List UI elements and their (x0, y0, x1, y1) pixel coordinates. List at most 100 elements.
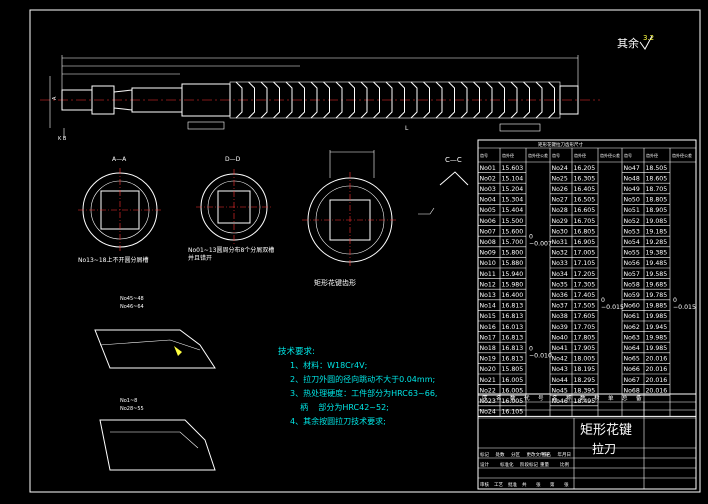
table-cell-no: No01 (480, 165, 496, 172)
table-cell-no: No17 (480, 334, 496, 341)
table-header-cell: 齿外径 (574, 152, 586, 158)
table-cell-diameter: 20.016 (646, 356, 668, 363)
table-header-cell: 齿外径 (646, 152, 658, 158)
table-cell-diameter: 16.205 (574, 165, 596, 172)
drawing-title-2: 拉刀 (592, 441, 616, 456)
table-cell-diameter: 16.400 (502, 292, 524, 299)
table-cell-diameter: 15.700 (502, 239, 524, 246)
table-cell-no: No43 (552, 366, 568, 373)
table-cell-no: No18 (480, 345, 496, 352)
table-cell-no: No67 (624, 377, 640, 384)
table-cell-no: No49 (624, 186, 640, 193)
table-cell-diameter: 17.105 (574, 260, 596, 267)
table-cell-diameter: 17.805 (574, 334, 596, 341)
table-cell-diameter: 19.185 (646, 228, 668, 235)
table-tolerance: 0 (673, 297, 677, 304)
table-cell-no: No28 (552, 207, 568, 214)
table-cell-no: No05 (480, 207, 496, 214)
table-cell-no: No44 (552, 377, 568, 384)
titleblock-header-cell: 号 (538, 395, 544, 402)
svg-text:L: L (405, 125, 409, 132)
broach-main-view: A L K B (40, 55, 600, 142)
section-c: 矩形花键齿形 C—C (302, 150, 469, 287)
tech-item-1: 1、材料：W18Cr4V; (290, 360, 367, 370)
section-b-note2: 并且错开 (188, 254, 212, 262)
section-a: A—A No13~18上不开圆分屑槽 (78, 156, 162, 264)
table-cell-diameter: 19.785 (646, 292, 668, 299)
table-cell-diameter: 19.985 (646, 334, 668, 341)
titleblock-header-cell: 称 (566, 394, 572, 402)
roughness-label: 其余 (617, 36, 639, 50)
table-cell-no: No22 (480, 387, 496, 394)
table-cell-diameter: 18.505 (646, 165, 668, 172)
table-cell-diameter: 20.016 (646, 366, 668, 373)
table-cell-no: No12 (480, 281, 496, 288)
table-cell-no: No45 (552, 387, 568, 394)
table-tolerance: −0.015 (673, 304, 696, 311)
tooth-size-table: 矩形花键拉刀齿形尺寸齿号齿外径齿外径公差齿号齿外径齿外径公差齿号齿外径齿外径公差… (477, 139, 697, 417)
titleblock-label: 处数 (496, 451, 505, 458)
tooth-profile-upper: No45~48 No46~64 (94, 296, 216, 369)
titleblock-label: 分区 (511, 451, 520, 458)
table-cell-diameter: 15.603 (502, 165, 524, 172)
table-cell-no: No48 (624, 175, 640, 182)
table-cell-no: No62 (624, 324, 640, 331)
titleblock-header-cell: 单 (608, 394, 614, 402)
table-cell-no: No35 (552, 281, 568, 288)
table-cell-no: No03 (480, 186, 496, 193)
roughness-value: 3.2 (643, 34, 654, 42)
table-header-cell: 齿号 (480, 152, 488, 158)
table-cell-diameter: 17.205 (574, 271, 596, 278)
table-cell-diameter: 16.813 (502, 313, 524, 320)
table-cell-no: No63 (624, 334, 640, 341)
table-cell-diameter: 18.605 (646, 175, 668, 182)
table-cell-no: No57 (624, 271, 640, 278)
table-cell-diameter: 19.485 (646, 260, 668, 267)
table-cell-diameter: 16.813 (502, 334, 524, 341)
titleblock-label: 张 (536, 481, 541, 488)
titleblock-header-cell: 序 (482, 394, 488, 402)
table-cell-no: No04 (480, 197, 496, 204)
table-header-cell: 齿外径 (502, 152, 514, 158)
table-cell-no: No47 (624, 165, 640, 172)
table-cell-diameter: 19.685 (646, 281, 668, 288)
table-cell-no: No36 (552, 292, 568, 299)
table-cell-no: No39 (552, 324, 568, 331)
table-cell-no: No65 (624, 356, 640, 363)
table-cell-no: No51 (624, 207, 640, 214)
table-cell-diameter: 18.395 (574, 387, 596, 394)
table-header-cell: 齿外径公差 (672, 152, 692, 158)
title-block: 矩形花键 拉刀 序名数代号名称数材单总备 标记处数分区更改文件号签名年月日 设计… (477, 393, 697, 490)
tooth-profile-lower: No1~8 No28~55 (99, 398, 216, 471)
table-cell-no: No38 (552, 313, 568, 320)
titleblock-label: 共 (522, 481, 527, 488)
table-cell-diameter: 19.285 (646, 239, 668, 246)
drawing-border (29, 9, 701, 493)
table-tolerance: 0 (529, 345, 533, 352)
table-cell-diameter: 16.005 (502, 387, 524, 394)
table-header-cell: 齿号 (552, 152, 560, 158)
table-cell-no: No26 (552, 186, 568, 193)
table-cell-diameter: 15.104 (502, 175, 524, 182)
table-cell-diameter: 16.605 (574, 207, 596, 214)
table-cell-no: No07 (480, 228, 496, 235)
svg-text:K B: K B (58, 136, 67, 142)
table-cell-diameter: 18.295 (574, 377, 596, 384)
table-cell-no: No27 (552, 197, 568, 204)
table-cell-no: No21 (480, 377, 496, 384)
table-cell-diameter: 16.813 (502, 303, 524, 310)
table-cell-diameter: 17.705 (574, 324, 596, 331)
table-cell-diameter: 19.385 (646, 250, 668, 257)
table-tolerance: −0.007 (529, 240, 552, 247)
table-cell-no: No16 (480, 324, 496, 331)
titleblock-label: 张 (564, 481, 569, 488)
tech-heading: 技术要求: (278, 346, 315, 357)
tech-item-3: 3、热处理硬度：工件部分为HRC63~66, (290, 388, 437, 398)
table-cell-no: No09 (480, 250, 496, 257)
table-cell-diameter: 19.985 (646, 313, 668, 320)
table-cell-no: No55 (624, 250, 640, 257)
tooth-group-c: No1~8 (120, 398, 137, 404)
table-cell-no: No33 (552, 260, 568, 267)
